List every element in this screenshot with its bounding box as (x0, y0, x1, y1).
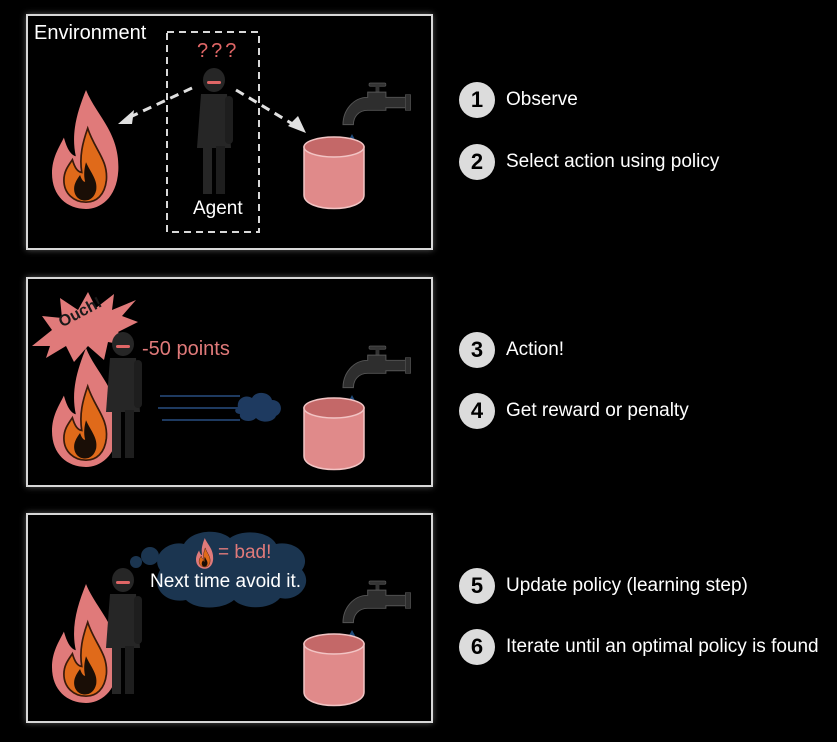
step-update-policy: 5 Update policy (learning step) (459, 566, 748, 606)
step-label: Select action using policy (506, 151, 720, 172)
step-reward: 4 Get reward or penalty (459, 391, 689, 431)
water-spray-icon (158, 392, 281, 422)
step-iterate: 6 Iterate until an optimal policy is fou… (459, 627, 819, 667)
step-action: 3 Action! (459, 330, 564, 370)
thought-avoid-text: Next time avoid it. (150, 571, 301, 592)
ouch-burst-icon (32, 292, 138, 362)
panel-observe (26, 14, 433, 250)
thought-cloud-icon (130, 531, 307, 608)
question-marks: ??? (197, 40, 240, 62)
step-label: Iterate until an optimal policy is found (506, 636, 819, 657)
panel-action (26, 277, 433, 487)
step-observe: 1 Observe (459, 80, 578, 120)
right-arrow (235, 88, 306, 133)
thought-bad-text: = bad! (218, 542, 272, 563)
step-select-action: 2 Select action using policy (459, 142, 719, 182)
step-label: Observe (506, 89, 578, 110)
step-label: Get reward or penalty (506, 400, 689, 421)
agent-dashed-box (166, 31, 260, 233)
step-label: Action! (506, 339, 565, 360)
step-label: Update policy (learning step) (506, 575, 748, 596)
environment-label: Environment (34, 22, 147, 44)
step-number-badge: 2 (459, 144, 495, 180)
step-number-badge: 6 (459, 629, 495, 665)
left-arrow (118, 86, 193, 124)
step-number-badge: 1 (459, 82, 495, 118)
step-number-badge: 5 (459, 568, 495, 604)
panel-update-policy (26, 513, 433, 723)
penalty-text: -50 points (142, 338, 230, 360)
step-number-badge: 3 (459, 332, 495, 368)
agent-label: Agent (193, 198, 243, 219)
step-number-badge: 4 (459, 393, 495, 429)
